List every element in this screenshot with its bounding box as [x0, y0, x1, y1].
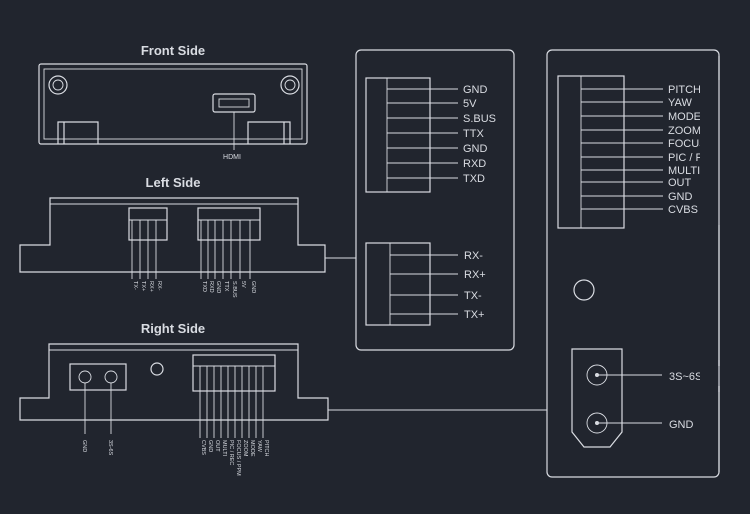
- right-pin-3s-6s: 3S-6S: [107, 440, 113, 456]
- right-pin-zoom: ZOOM: [242, 440, 248, 457]
- right-pin-cvbs: CVBS: [200, 440, 206, 455]
- left-pin-txd: TXD: [201, 281, 207, 292]
- p2-pin-yaw: YAW: [668, 97, 692, 109]
- left-pin-gnd-2: GND: [250, 281, 256, 293]
- left-pin-gnd-1: GND: [215, 281, 221, 293]
- right-pin-multi: MULTI: [221, 440, 227, 457]
- pinout-panel-left-side: [355, 49, 515, 351]
- panel2-indicator-hole: [573, 279, 595, 301]
- left-side-title: Left Side: [146, 175, 201, 190]
- front-side-view: [38, 63, 308, 150]
- p1-pin-rx-plus: RX+: [464, 269, 486, 281]
- right-pin-focus-ppm: FOCUS / PPM: [235, 440, 241, 476]
- left-pin-rxd: RXD: [208, 281, 214, 293]
- right-connector: [192, 354, 276, 392]
- power-connector: [69, 363, 127, 391]
- p2-pin-out: OUT: [668, 177, 692, 189]
- left-pin-rx-plus: RX+: [148, 281, 154, 292]
- hdmi-label: HDMI: [223, 154, 241, 161]
- panel1-upper-connector: [365, 77, 431, 193]
- p2-pin-zoom: ZOOM: [668, 125, 701, 137]
- right-pin-gnd: GND: [207, 440, 213, 452]
- left-pin-ttx: TTX: [223, 281, 229, 292]
- left-pin-5v: 5V: [240, 281, 246, 288]
- screw-hole-right: [280, 75, 300, 95]
- left-pin-rx-minus: RX-: [156, 281, 162, 291]
- right-pin-mode: MODE: [249, 440, 255, 457]
- p1-pin-gnd-1: GND: [463, 84, 488, 96]
- panel2-connector: [557, 75, 625, 229]
- left-pin-tx-minus: TX-: [132, 281, 138, 290]
- p1-pin-txd: TXD: [463, 173, 485, 185]
- indicator-hole: [150, 362, 164, 376]
- front-side-title: Front Side: [141, 43, 205, 58]
- left-pin-tx-plus: TX+: [140, 281, 146, 291]
- p1-pin-sbus: S.BUS: [463, 113, 496, 125]
- p2-pin-focus: FOCUS: [668, 138, 707, 150]
- panel2-power-connector: [571, 348, 662, 448]
- p2-pin-multi: MULTI: [668, 165, 700, 177]
- p2-power-pin-gnd: GND: [669, 419, 694, 431]
- p1-pin-rx-minus: RX-: [464, 250, 483, 262]
- p1-pin-rxd: RXD: [463, 158, 486, 170]
- right-pin-pitch: PITCH: [263, 440, 269, 457]
- p1-pin-ttx: TTX: [463, 128, 484, 140]
- right-pin-out: OUT: [214, 440, 220, 452]
- p2-pin-gnd: GND: [668, 191, 693, 203]
- p2-pin-mode: MODE: [668, 111, 701, 123]
- right-side-view: [19, 343, 329, 434]
- p1-pin-tx-plus: TX+: [464, 309, 484, 321]
- right-side-title: Right Side: [141, 321, 205, 336]
- right-pin-pic-rec: PIC / REC: [228, 440, 234, 465]
- p1-pin-gnd-2: GND: [463, 143, 488, 155]
- p2-power-pin-3s-6s: 3S~6S: [669, 371, 702, 383]
- p1-pin-tx-minus: TX-: [464, 290, 482, 302]
- screw-hole-left: [48, 75, 68, 95]
- right-pin-yaw: YAW: [256, 440, 262, 453]
- p2-pin-cvbs: CVBS: [668, 204, 698, 216]
- left-pin-sbus: S.BUS: [231, 281, 237, 298]
- p1-pin-5v: 5V: [463, 98, 477, 110]
- left-connector-b: [197, 207, 261, 241]
- left-side-view: [19, 197, 326, 273]
- right-pin-gnd-power: GND: [81, 440, 87, 452]
- panel1-lower-connector: [365, 242, 431, 326]
- p2-pin-pitch: PITCH: [668, 84, 701, 96]
